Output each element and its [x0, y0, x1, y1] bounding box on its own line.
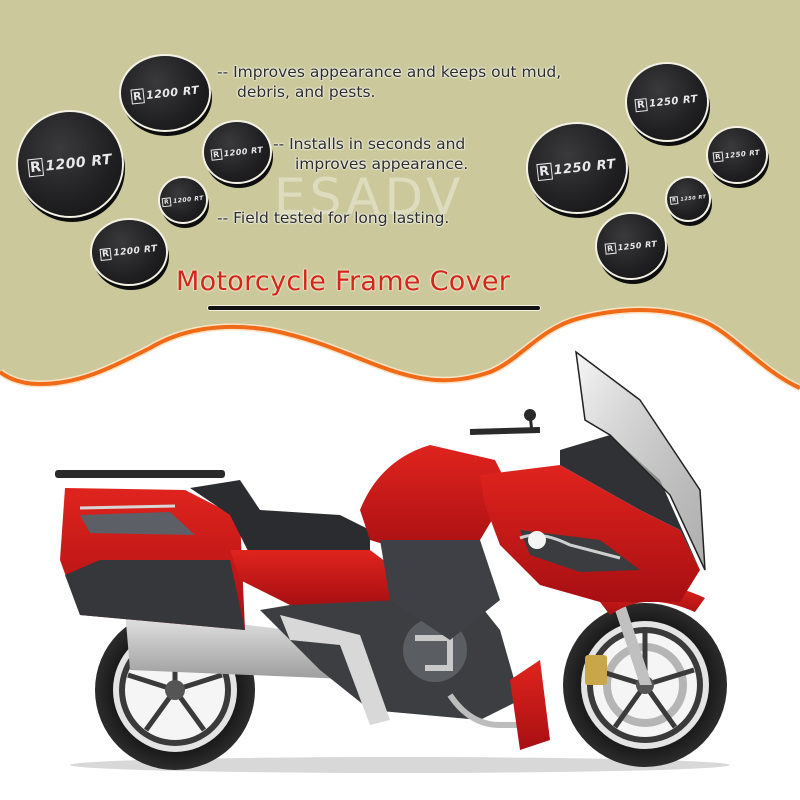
- headline: Motorcycle Frame Cover: [176, 266, 511, 297]
- r-badge-icon: R: [210, 148, 223, 161]
- r-badge-icon: R: [669, 196, 679, 205]
- r-badge-icon: R: [713, 151, 724, 163]
- r-badge-icon: R: [27, 157, 45, 178]
- r-badge-icon: R: [161, 196, 172, 207]
- feature-3-line1: -- Field tested for long lasting.: [217, 209, 450, 227]
- r-badge-icon: R: [99, 247, 113, 261]
- feature-2-line2: improves appearance.: [295, 155, 469, 173]
- r-badge-icon: R: [634, 97, 649, 112]
- motorcycle-image: [55, 350, 730, 773]
- r-badge-icon: R: [536, 162, 554, 181]
- feature-3: -- Field tested for long lasting.: [217, 208, 449, 228]
- feature-1-line1: -- Improves appearance and keeps out mud…: [217, 63, 562, 81]
- r-badge-icon: R: [604, 242, 617, 255]
- feature-2-line1: -- Installs in seconds and: [273, 135, 466, 153]
- watermark: ESADV: [274, 168, 465, 226]
- feature-1-line2: debris, and pests.: [237, 83, 376, 101]
- headline-underline: [208, 306, 540, 310]
- r-badge-icon: R: [130, 87, 145, 105]
- feature-1: -- Improves appearance and keeps out mud…: [217, 62, 561, 102]
- feature-2: -- Installs in seconds and improves appe…: [273, 134, 468, 174]
